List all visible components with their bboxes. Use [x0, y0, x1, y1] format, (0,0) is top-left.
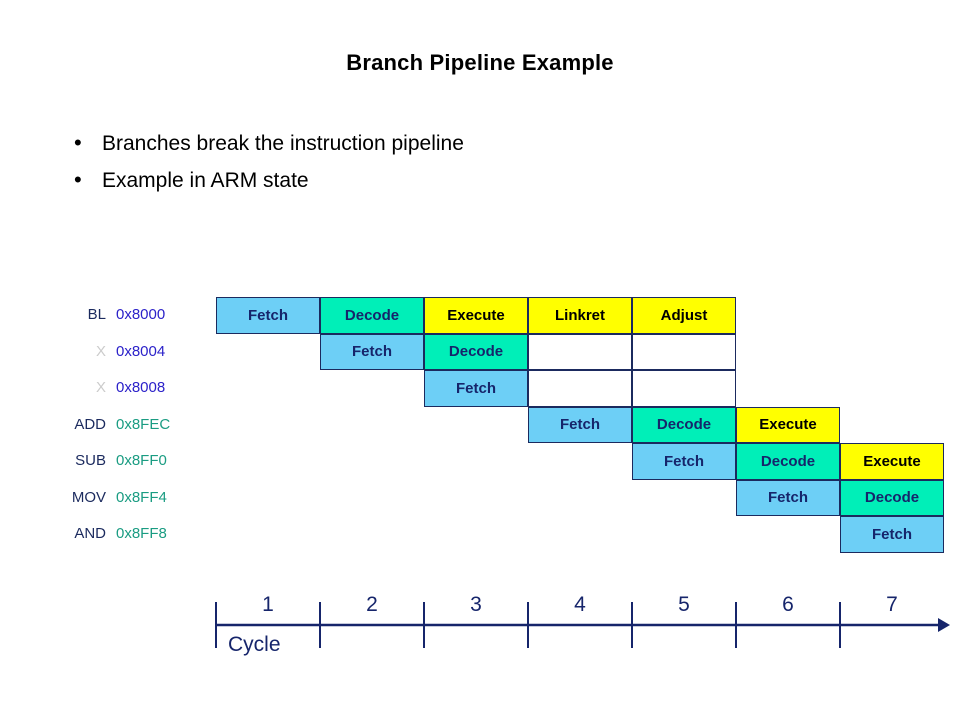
pipeline-cell-empty	[632, 333, 736, 370]
bullet-dot-icon: •	[74, 167, 82, 193]
pipeline-cell-adjust: Adjust	[632, 297, 736, 334]
pipeline-cell-fetch: Fetch	[528, 406, 632, 443]
row-label-address: 0x8000	[116, 306, 166, 323]
pipeline-cell-execute: Execute	[840, 443, 944, 480]
pipeline-cell-fetch: Fetch	[424, 370, 528, 407]
pipeline-cell-fetch: Fetch	[840, 516, 944, 553]
page-title: Branch Pipeline Example	[346, 50, 614, 75]
row-label-address: 0x8FEC	[116, 415, 171, 433]
pipeline-cell-decode: Decode	[320, 297, 424, 334]
row-label-address: 0x8008	[116, 379, 166, 396]
row-label-address: 0x8FF4	[116, 488, 167, 506]
pipeline-cell-fetch: Fetch	[736, 479, 840, 516]
pipeline-cell-fetch: Fetch	[320, 333, 424, 370]
row-label-mnemonic: MOV	[71, 488, 106, 506]
pipeline-cell-fetch: Fetch	[632, 443, 736, 480]
pipeline-cell-empty	[528, 370, 632, 407]
bullet-text: Branches break the instruction pipeline	[102, 132, 464, 155]
row-label-mnemonic: X	[95, 342, 106, 360]
row-label-mnemonic: AND	[74, 525, 106, 542]
pipeline-cell-execute: Execute	[736, 406, 840, 443]
bullet-list: • Branches break the instruction pipeline…	[70, 132, 830, 206]
pipeline-cell-decode: Decode	[736, 443, 840, 480]
bullet-item: • Branches break the instruction pipeline	[70, 130, 830, 156]
row-label-address: 0x8FF0	[116, 452, 167, 469]
pipeline-cell-empty	[632, 370, 736, 407]
pipeline-cell-linkret: Linkret	[528, 297, 632, 334]
pipeline-cell-decode: Decode	[424, 333, 528, 370]
row-label-mnemonic: ADD	[74, 415, 106, 433]
pipeline-cell-fetch: Fetch	[216, 297, 320, 334]
row-label-mnemonic: BL	[87, 306, 106, 323]
row-label-mnemonic: SUB	[75, 452, 106, 469]
pipeline-cell-empty	[528, 333, 632, 370]
bullet-text: Example in ARM state	[102, 169, 309, 193]
pipeline-cell-decode: Decode	[840, 479, 944, 516]
pipeline-cell-execute: Execute	[424, 297, 528, 334]
bullet-dot-icon: •	[74, 130, 82, 155]
row-label-mnemonic: X	[95, 379, 106, 396]
row-label-address: 0x8FF8	[116, 525, 167, 542]
bullet-item: • Example in ARM state	[70, 167, 830, 193]
row-label-address: 0x8004	[116, 342, 166, 360]
pipeline-cell-decode: Decode	[632, 406, 736, 443]
